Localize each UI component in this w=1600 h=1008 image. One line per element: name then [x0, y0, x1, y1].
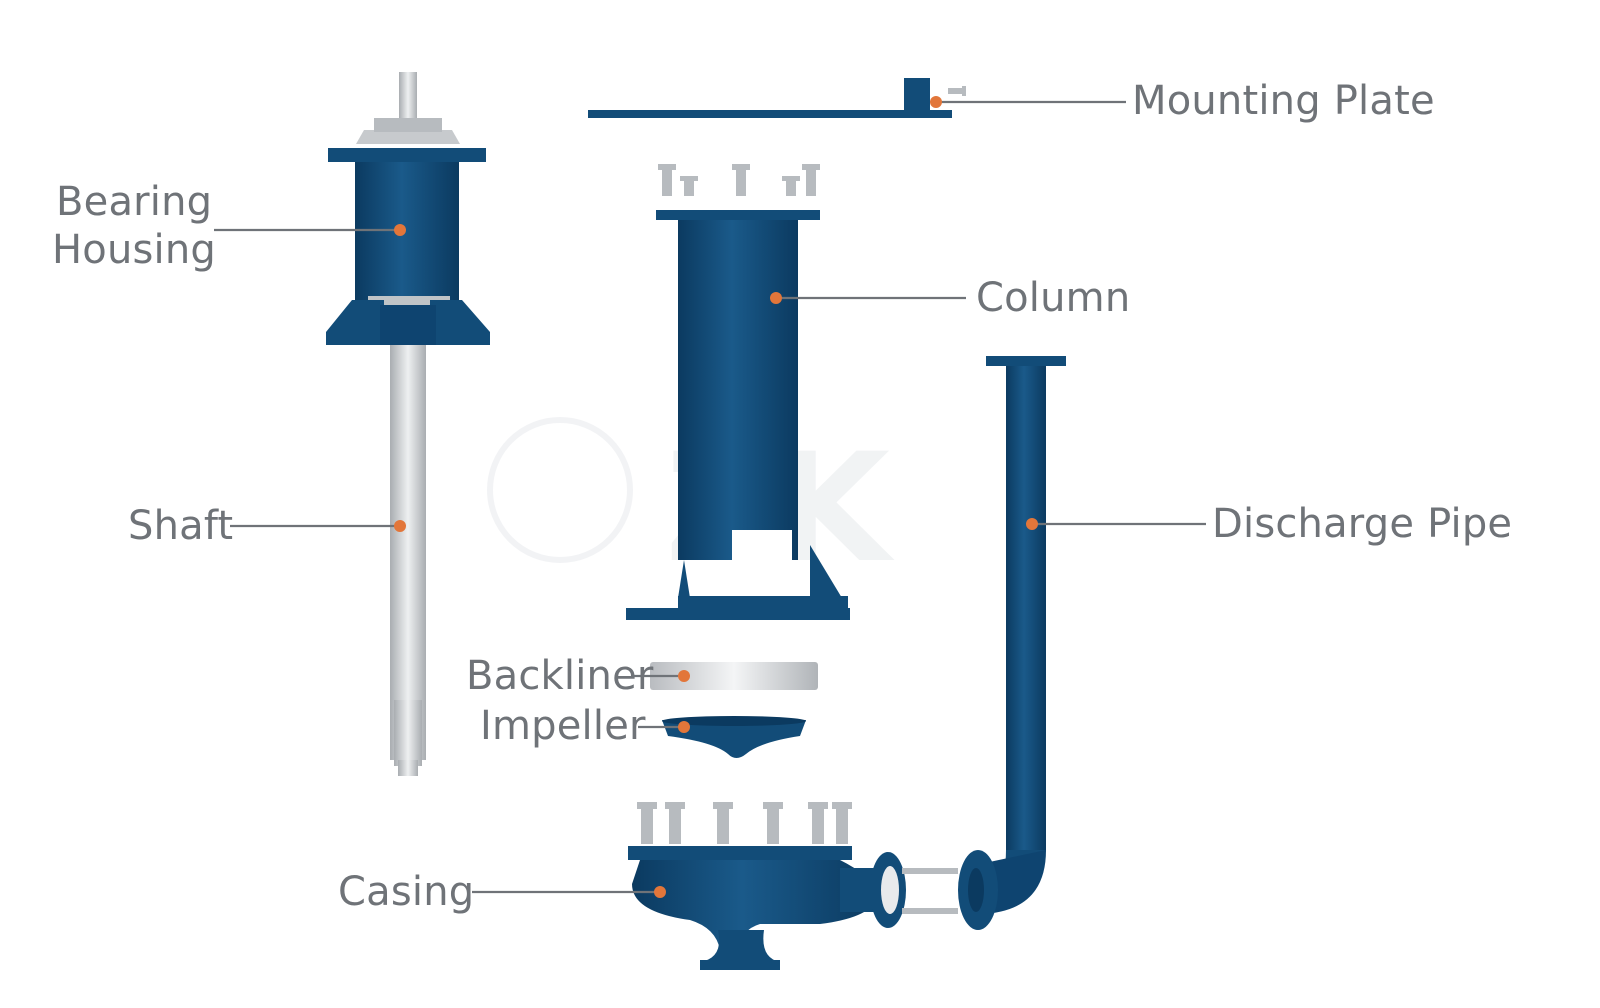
marker-discharge-pipe [1026, 518, 1038, 530]
label-bearing-housing-line1: Bearing [56, 179, 213, 225]
marker-impeller [678, 721, 690, 733]
markers [394, 96, 1038, 898]
label-mounting-plate: Mounting Plate [1132, 78, 1435, 124]
label-discharge-pipe: Discharge Pipe [1212, 501, 1513, 547]
marker-column [770, 292, 782, 304]
discharge-pipe [958, 356, 1066, 930]
casing [628, 802, 958, 970]
marker-shaft [394, 520, 406, 532]
backliner [650, 662, 818, 690]
marker-backliner [678, 670, 690, 682]
bearing-housing [326, 118, 490, 345]
label-bearing-housing-line2: Housing [52, 227, 216, 273]
mounting-plate [588, 78, 966, 118]
shaft [390, 72, 426, 776]
label-shaft: Shaft [128, 503, 234, 549]
marker-casing [654, 886, 666, 898]
marker-mounting-plate [930, 96, 942, 108]
label-impeller: Impeller [480, 703, 646, 749]
label-casing: Casing [338, 869, 475, 915]
leader-lines [214, 100, 1206, 894]
impeller [662, 716, 806, 758]
label-column: Column [976, 275, 1131, 321]
column [626, 164, 850, 620]
label-backliner: Backliner [466, 653, 654, 699]
marker-bearing-housing [394, 224, 406, 236]
